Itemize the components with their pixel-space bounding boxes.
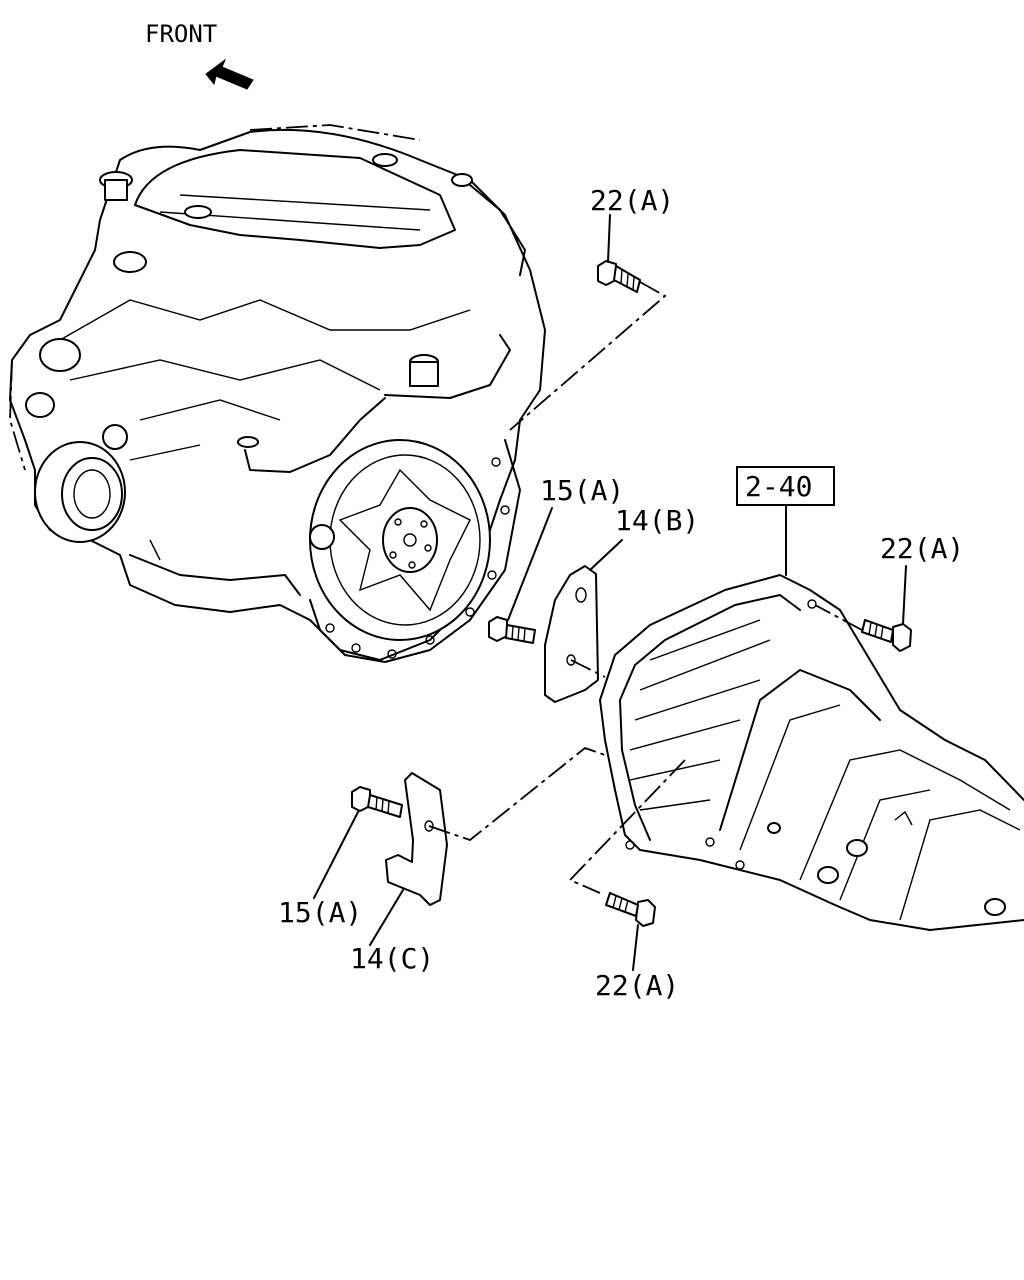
leader-lines xyxy=(313,214,907,971)
callout-bolt-top: 22(A) xyxy=(590,184,674,217)
plate-14c xyxy=(385,772,448,906)
callout-bolt-left-lower: 15(A) xyxy=(278,896,362,929)
callout-bolt-bottom: 22(A) xyxy=(595,969,679,1002)
bolt-22a-top xyxy=(597,260,641,293)
callout-plate-c: 14(C) xyxy=(350,942,434,975)
bolt-15a-lower xyxy=(351,786,403,818)
front-label: FRONT xyxy=(145,20,217,48)
reference-label: 2-40 xyxy=(745,470,812,503)
callout-plate-b: 14(B) xyxy=(615,504,699,537)
transmission-assembly xyxy=(599,574,1024,931)
callout-bolt-right: 22(A) xyxy=(880,532,964,565)
front-arrow-icon xyxy=(205,58,254,90)
reference-box: 2-40 xyxy=(736,466,835,576)
callout-bolt-left-upper: 15(A) xyxy=(540,474,624,507)
bolt-22a-bottom xyxy=(605,892,656,927)
bolt-15a-upper xyxy=(488,616,536,644)
plate-14b xyxy=(544,565,599,703)
engine-assembly xyxy=(9,124,546,663)
